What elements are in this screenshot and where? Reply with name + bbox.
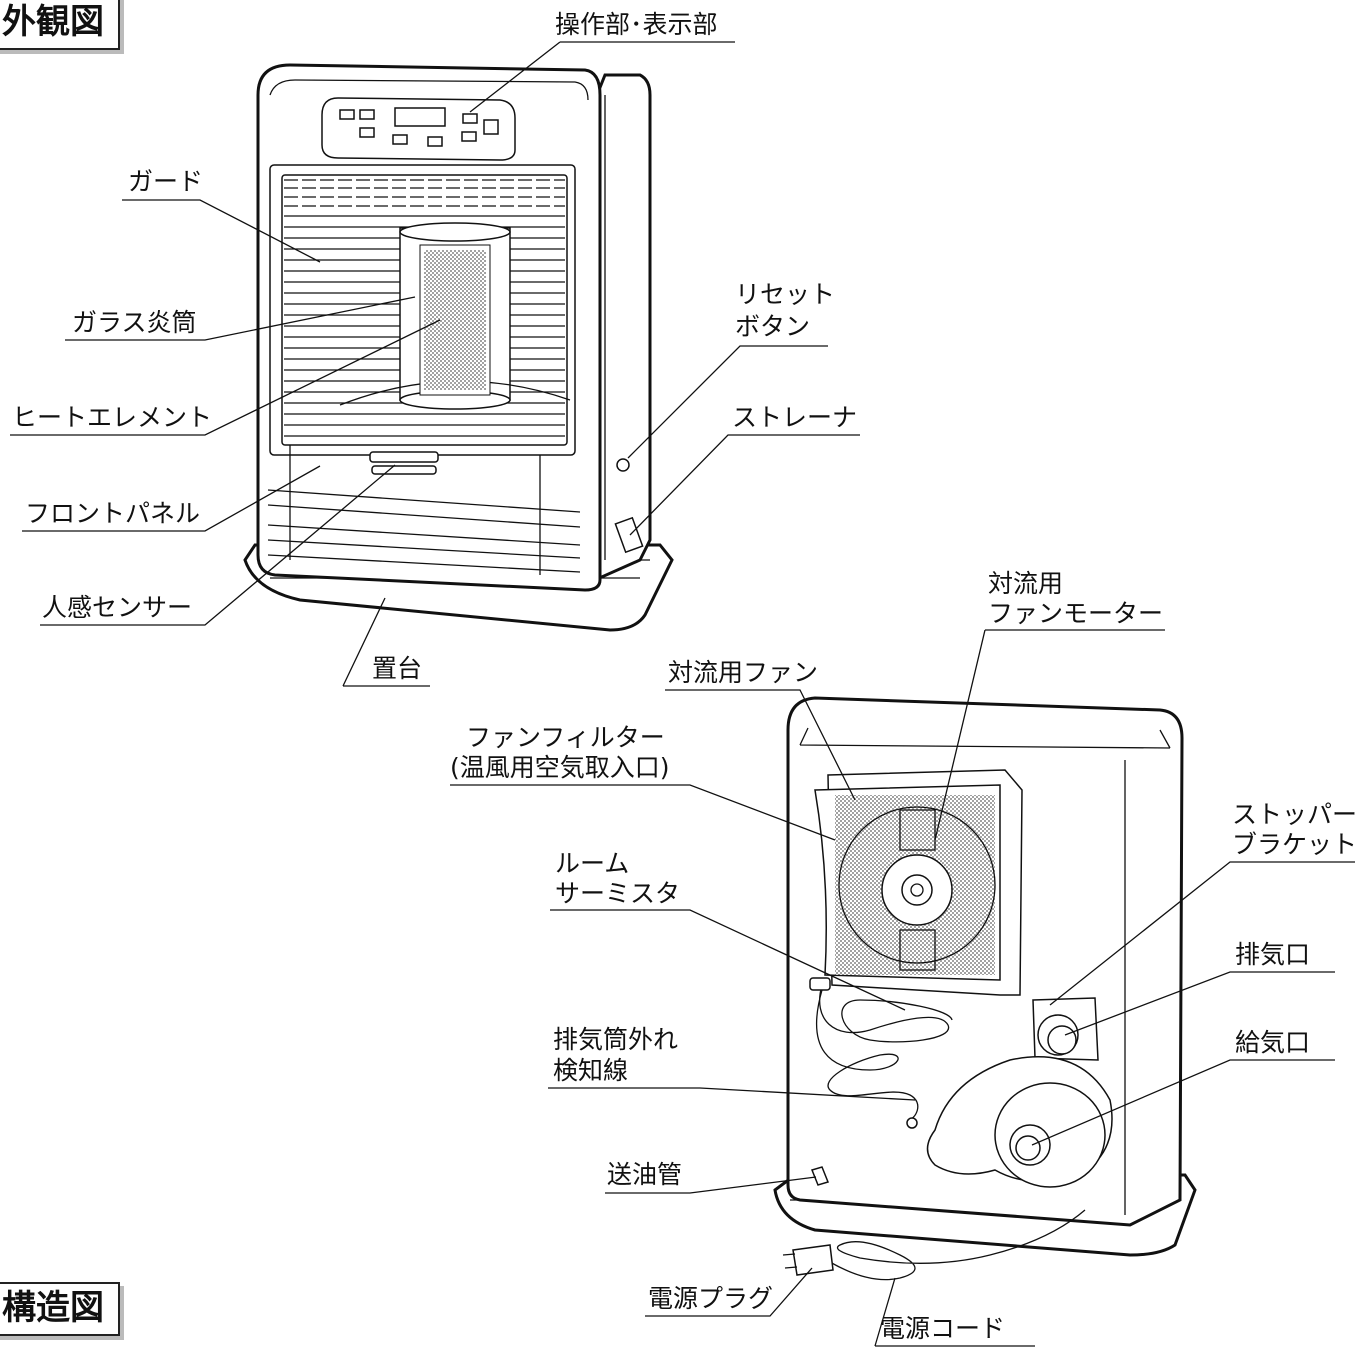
label-fan-motor-2: ファンモーター xyxy=(988,599,1163,628)
label-glass-chimney: ガラス炎筒 xyxy=(72,308,197,337)
power-cord-and-plug xyxy=(782,1209,1086,1281)
back-leader-lines xyxy=(450,629,1355,1347)
label-fan-filter-2: (温風用空気取入口) xyxy=(450,753,670,782)
label-control-panel: 操作部･表示部 xyxy=(555,10,718,39)
strainer xyxy=(614,516,644,554)
oil-pipe xyxy=(810,1166,830,1186)
label-strainer: ストレーナ xyxy=(732,403,857,432)
label-stopper-bracket-2: ブラケット xyxy=(1232,830,1357,859)
label-exhaust-detect-1: 排気筒外れ xyxy=(553,1025,678,1054)
front-leader-lines xyxy=(10,41,860,687)
fan-filter xyxy=(814,769,1023,996)
label-guard: ガード xyxy=(128,167,203,196)
label-front-panel: フロントパネル xyxy=(25,499,200,528)
label-base: 置台 xyxy=(372,654,422,683)
label-room-thermistor-2: サーミスタ xyxy=(555,879,680,908)
label-oil-pipe: 送油管 xyxy=(607,1160,682,1189)
label-fan-motor-1: 対流用 xyxy=(988,569,1063,598)
label-intake-port: 給気口 xyxy=(1235,1028,1310,1057)
label-motion-sensor: 人感センサー xyxy=(42,593,192,622)
sensor-wires xyxy=(809,977,953,1129)
glass-chimney xyxy=(339,222,571,410)
label-stopper-bracket-1: ストッパー xyxy=(1232,800,1357,829)
label-heat-element: ヒートエレメント xyxy=(12,403,212,432)
back-labels: 対流用 ファンモーター 対流用ファン ファンフィルター (温風用空気取入口) ル… xyxy=(450,569,1357,1343)
label-exhaust-detect-2: 検知線 xyxy=(553,1056,628,1085)
structure-section-title: 構造図 xyxy=(0,1282,120,1336)
label-power-plug: 電源プラグ xyxy=(648,1284,773,1313)
control-panel xyxy=(321,97,516,161)
label-fan-filter-1: ファンフィルター xyxy=(466,723,665,752)
label-reset-button-1: リセット xyxy=(735,280,835,309)
front-labels: 操作部･表示部 ガード ガラス炎筒 ヒートエレメント フロントパネル 人感センサ… xyxy=(12,10,857,683)
heater-front-illustration xyxy=(243,63,674,632)
exterior-section-title: 外観図 xyxy=(0,0,120,50)
label-room-thermistor-1: ルーム xyxy=(555,849,629,878)
label-power-cord: 電源コード xyxy=(880,1314,1005,1343)
front-lower-panel xyxy=(267,445,581,575)
reset-button xyxy=(616,458,630,472)
heater-back-illustration xyxy=(773,696,1197,1281)
label-exhaust-port: 排気口 xyxy=(1235,940,1310,969)
label-convection-fan: 対流用ファン xyxy=(668,658,818,687)
intake-assembly xyxy=(926,1056,1113,1188)
exhaust-assembly xyxy=(1032,997,1099,1061)
label-reset-button-2: ボタン xyxy=(735,312,810,341)
